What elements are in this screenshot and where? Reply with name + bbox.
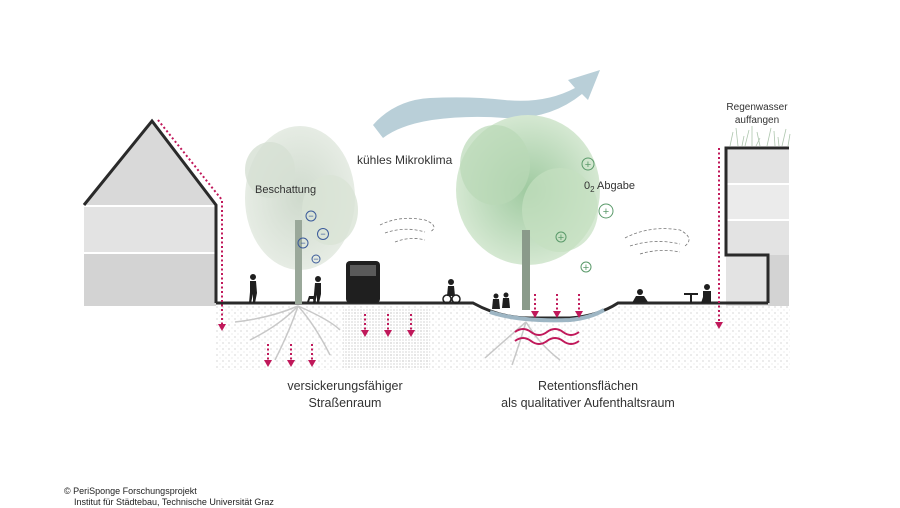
- credit-line2: Institut für Städtebau, Technische Unive…: [74, 497, 274, 507]
- plus-icon: [581, 157, 595, 171]
- infiltration-arrows: [157, 119, 720, 362]
- water-wave-1: [514, 328, 580, 336]
- shading-label: Beschattung: [255, 184, 317, 196]
- person-walking-icon: [249, 274, 257, 303]
- minus-icon: [311, 254, 321, 264]
- plus-icon: [598, 203, 614, 219]
- tree-roots-left: [234, 305, 341, 361]
- arrow-heads: [218, 311, 723, 367]
- ground-line: [216, 301, 768, 320]
- plus-icon: [580, 261, 592, 273]
- svg-text:−: −: [320, 229, 325, 239]
- minus-icons: − − − −: [297, 210, 329, 264]
- oxygen-o: 0: [584, 180, 591, 192]
- rainwater-label-line1: Regenwasser: [726, 102, 788, 113]
- svg-text:+: +: [583, 262, 589, 274]
- street-label-line1: versickerungsfähiger: [287, 379, 403, 393]
- right-building: [724, 126, 791, 306]
- svg-text:−: −: [313, 254, 318, 264]
- children-playing-icon: [492, 292, 510, 309]
- permeable-street-soil: [343, 308, 430, 368]
- green-roof-grass: [729, 126, 791, 147]
- svg-text:+: +: [558, 232, 564, 244]
- retention-label-line1: Retentionsflächen: [537, 379, 639, 393]
- retention-tree: [456, 115, 600, 366]
- minus-icon: [297, 237, 309, 249]
- ground: [215, 306, 790, 370]
- person-bicycle-icon: [442, 279, 461, 304]
- plus-icon: [555, 231, 567, 243]
- wind-swirl-right: [624, 228, 690, 255]
- roof-drain-arrow: [157, 119, 223, 326]
- shade-tree: [234, 126, 358, 361]
- person-with-dog-icon: [307, 276, 321, 303]
- left-house: [82, 118, 218, 306]
- svg-text:−: −: [308, 211, 313, 221]
- street-label-line2: Straßenraum: [308, 396, 382, 410]
- silhouettes: [249, 261, 711, 309]
- permeable-street-label: versickerungsfähiger Straßenraum: [270, 378, 420, 412]
- rainwater-label: Regenwasser auffangen: [712, 101, 802, 127]
- svg-text:+: +: [603, 206, 609, 218]
- water-wave-2: [514, 337, 580, 345]
- wind-arrow: [373, 70, 600, 138]
- svg-text:−: −: [300, 238, 305, 248]
- oxygen-subscript: 2: [590, 185, 595, 195]
- retention-label: Retentionsflächen als qualitativer Aufen…: [488, 378, 688, 412]
- microclimate-label: kühles Mikroklima: [357, 153, 453, 167]
- person-sitting-icon: [632, 289, 648, 303]
- cafe-table-icon: [684, 284, 711, 303]
- retention-label-line2: als qualitativer Aufenthaltsraum: [501, 396, 675, 410]
- svg-text:+: +: [585, 159, 591, 171]
- retention-water: [489, 308, 605, 345]
- minus-icon: [317, 228, 329, 240]
- wind-swirl-left: [379, 217, 435, 243]
- oxygen-release-label: 02 Abgabe: [584, 180, 635, 194]
- bus-icon: [346, 261, 380, 303]
- rainwater-label-line2: auffangen: [734, 115, 780, 126]
- plus-icons: + + + +: [555, 157, 614, 274]
- oxygen-rest: Abgabe: [594, 180, 635, 192]
- copyright-credit: © PeriSponge Forschungsprojekt Institut …: [64, 486, 274, 508]
- minus-icon: [305, 210, 317, 222]
- credit-line1: © PeriSponge Forschungsprojekt: [64, 486, 197, 496]
